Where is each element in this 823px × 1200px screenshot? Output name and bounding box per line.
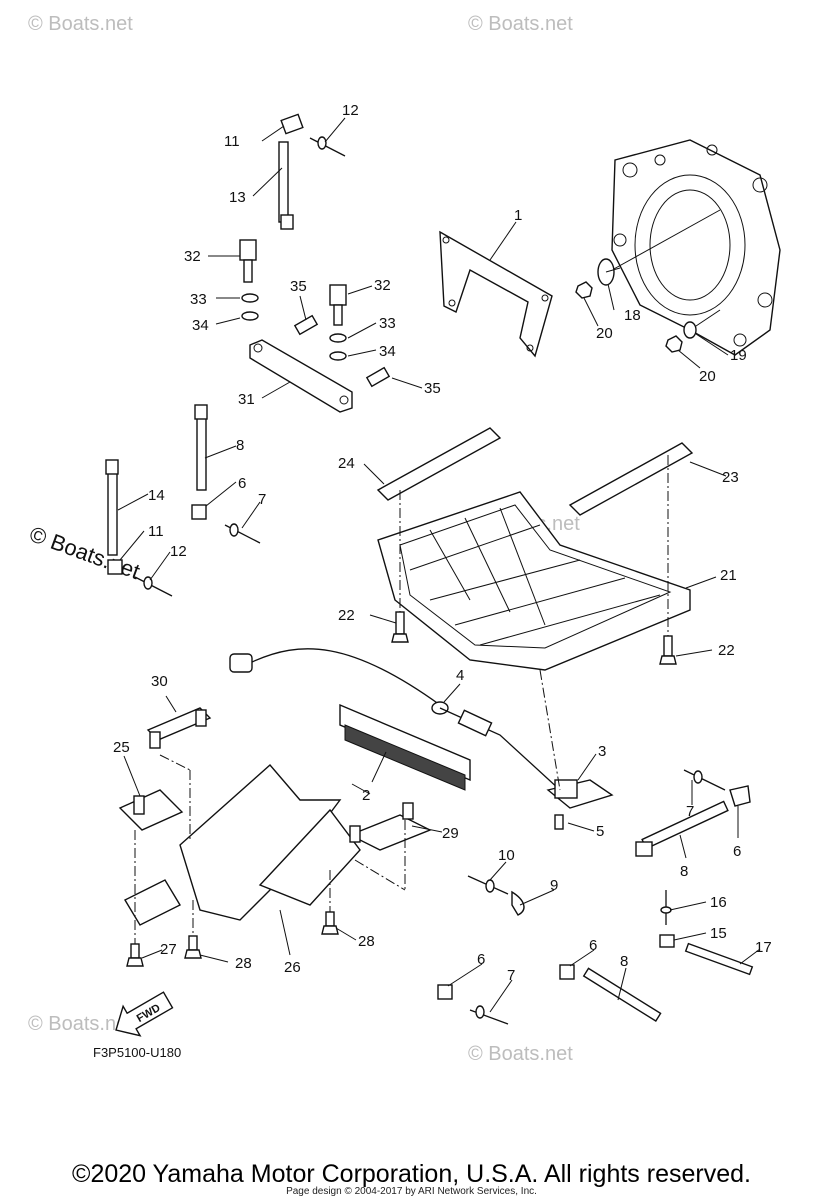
- callout-28: 28: [358, 933, 375, 950]
- mounts-25-30: [118, 707, 212, 831]
- callout-32: 32: [374, 277, 391, 294]
- callout-35: 35: [424, 380, 441, 397]
- leader-lines: [117, 117, 761, 1013]
- callout-9: 9: [550, 877, 558, 894]
- callout-23: 23: [722, 469, 739, 486]
- watermark: © Boats.net: [468, 1043, 573, 1065]
- part-1-gasket: [439, 230, 553, 358]
- callout-8: 8: [236, 437, 244, 454]
- callout-33: 33: [379, 315, 396, 332]
- callout-7: 7: [258, 491, 266, 508]
- watermark: © Boats.net: [28, 13, 133, 35]
- callout-22: 22: [718, 642, 735, 659]
- callout-7: 7: [507, 967, 515, 984]
- part-3-bracket: [546, 779, 614, 830]
- callout-13: 13: [229, 189, 246, 206]
- callout-19: 19: [730, 347, 747, 364]
- callout-5: 5: [596, 823, 604, 840]
- band-clamp-top: [278, 113, 346, 230]
- callout-1: 1: [514, 207, 522, 224]
- callout-11: 11: [224, 133, 240, 150]
- fwd-arrow: FWD: [115, 991, 174, 1037]
- part-21-grate: [377, 491, 691, 671]
- callout-26: 26: [284, 959, 301, 976]
- callout-31: 31: [238, 391, 255, 408]
- callout-18: 18: [624, 307, 641, 324]
- callout-27: 27: [160, 941, 177, 958]
- callout-34: 34: [192, 317, 209, 334]
- callout-6: 6: [589, 937, 597, 954]
- callout-6: 6: [733, 843, 741, 860]
- callout-20: 20: [596, 325, 613, 342]
- callout-28: 28: [235, 955, 252, 972]
- callout-21: 21: [720, 567, 737, 584]
- callout-4: 4: [456, 667, 464, 684]
- callout-12: 12: [342, 102, 359, 119]
- callout-3: 3: [598, 743, 606, 760]
- callout-33: 33: [190, 291, 207, 308]
- part-26-scoop: [124, 764, 432, 926]
- callout-8: 8: [620, 953, 628, 970]
- mount-hardware: [575, 258, 697, 353]
- bands-left: [105, 404, 261, 597]
- callout-32: 32: [184, 248, 201, 265]
- callout-15: 15: [710, 925, 727, 942]
- watermark: © Boats.net: [28, 1013, 133, 1035]
- callout-numbers: 1 2 3 4 5 6 6 6 6 7 7 7 8 8 8 9 10 11 11…: [113, 102, 772, 984]
- diagram-code: F3P5100-U180: [93, 1045, 181, 1060]
- callout-2: 2: [362, 787, 370, 804]
- page-design-credit: Page design © 2004-2017 by ARI Network S…: [286, 1186, 537, 1197]
- bolts-27-28: [126, 911, 339, 967]
- callout-6: 6: [238, 475, 246, 492]
- callout-14: 14: [148, 487, 165, 504]
- part-4-sensor-cable: [229, 648, 561, 791]
- part-2-damper: [339, 703, 471, 791]
- callout-10: 10: [498, 847, 515, 864]
- callout-24: 24: [338, 455, 355, 472]
- alignment-lines: [134, 455, 669, 944]
- callout-17: 17: [755, 939, 772, 956]
- callout-20: 20: [699, 368, 716, 385]
- callout-7: 7: [686, 803, 694, 820]
- callout-12: 12: [170, 543, 187, 560]
- bracket-31: [239, 239, 391, 413]
- callout-34: 34: [379, 343, 396, 360]
- callout-22: 22: [338, 607, 355, 624]
- callout-8: 8: [680, 863, 688, 880]
- small-parts-right: [437, 769, 754, 1025]
- callout-16: 16: [710, 894, 727, 911]
- engine-housing: [611, 139, 781, 356]
- callout-35: 35: [290, 278, 307, 295]
- callout-30: 30: [151, 673, 168, 690]
- copyright-text: ©2020 Yamaha Motor Corporation, U.S.A. A…: [72, 1160, 751, 1188]
- callout-11: 11: [148, 523, 164, 540]
- callout-6: 6: [477, 951, 485, 968]
- watermark: © Boats.net: [468, 13, 573, 35]
- rails: [376, 427, 694, 516]
- callout-29: 29: [442, 825, 459, 842]
- callout-25: 25: [113, 739, 130, 756]
